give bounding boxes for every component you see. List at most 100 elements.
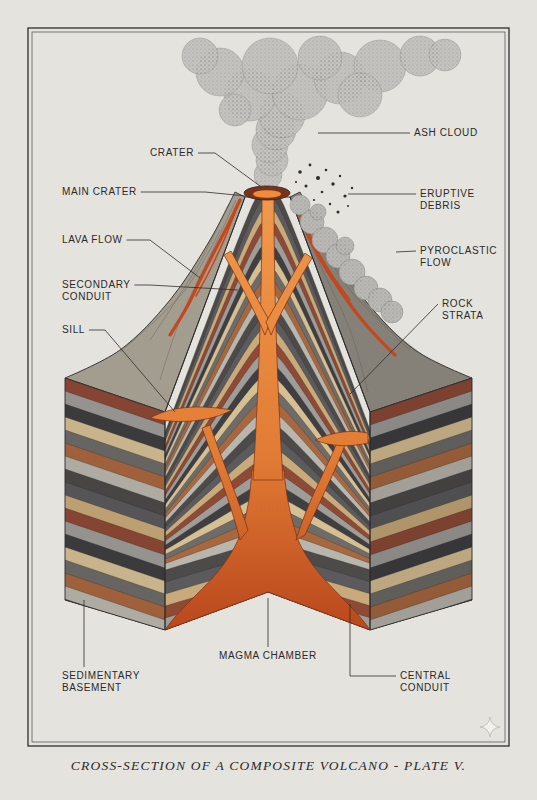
star-ornament — [480, 717, 500, 737]
rock-strata-face — [365, 363, 477, 700]
rock-strata-section — [140, 182, 400, 720]
ash-cloud — [298, 36, 342, 80]
magma-body — [315, 431, 368, 445]
magma-body — [202, 425, 248, 540]
rock-strata-section — [140, 578, 400, 720]
magma-body — [266, 253, 312, 335]
part-label: ERUPTIVE DEBRIS — [420, 188, 475, 212]
eruptive-debris — [305, 185, 308, 188]
block-outline — [65, 378, 165, 630]
part-label: SECONDARY CONDUIT — [62, 279, 130, 303]
rock-strata-face — [60, 623, 170, 700]
part-label: ROCK STRATA — [442, 298, 484, 322]
part-label: LAVA FLOW — [62, 234, 123, 246]
rock-strata-face — [365, 363, 477, 700]
part-label: CRATER — [150, 147, 194, 159]
rock-strata-section — [140, 626, 400, 720]
rock-strata-section — [140, 470, 400, 720]
rock-strata-face — [365, 370, 477, 640]
rock-strata-section — [140, 614, 400, 720]
leader-line — [318, 133, 410, 134]
ash-cloud — [182, 38, 218, 74]
eruptive-debris — [295, 164, 353, 214]
part-label: PYROCLASTIC FLOW — [420, 245, 497, 269]
eruptive-debris — [329, 203, 331, 205]
leader-line — [84, 600, 85, 667]
eruptive-debris — [321, 191, 324, 194]
block-outline — [65, 197, 472, 630]
rock-strata-face — [60, 363, 170, 700]
ash-cloud — [219, 94, 251, 126]
leader-line — [127, 240, 200, 278]
pyroclastic-cloud — [310, 204, 326, 220]
rock-strata-section — [140, 458, 400, 720]
rock-strata-face — [60, 363, 170, 700]
part-label: SILL — [62, 324, 85, 336]
magma-body — [150, 198, 370, 630]
ash-cloud — [182, 38, 218, 74]
rock-strata-section — [140, 194, 400, 720]
leader-line — [84, 133, 438, 676]
leader-line — [134, 285, 238, 290]
ash-cloud — [182, 36, 461, 189]
eruptive-debris — [351, 187, 353, 189]
magma-body — [296, 440, 346, 540]
rock-strata-face — [60, 370, 170, 640]
rock-strata-section — [140, 638, 400, 720]
ash-cloud — [298, 36, 342, 80]
pyroclastic-cloud — [336, 237, 354, 255]
plate-frame — [28, 28, 509, 746]
eruptive-debris — [339, 175, 341, 177]
plate-frame — [32, 32, 505, 742]
eruptive-debris — [325, 169, 328, 172]
ash-cloud — [429, 39, 461, 71]
eruptive-debris — [295, 181, 297, 183]
eruptive-debris — [298, 170, 302, 174]
leader-line — [350, 604, 396, 676]
plate-frame — [28, 28, 509, 746]
rock-strata-section — [140, 590, 400, 720]
leader-line — [348, 194, 416, 195]
eruptive-debris — [313, 199, 315, 201]
ash-cloud — [219, 94, 251, 126]
crater-mouth — [244, 186, 290, 200]
lava-flow — [170, 200, 240, 335]
ash-cloud — [338, 73, 382, 117]
part-label: MAGMA CHAMBER — [219, 650, 317, 662]
rock-strata-section — [140, 446, 400, 720]
crater-mouth — [244, 186, 290, 200]
magma-body — [253, 198, 283, 480]
leader-line — [141, 192, 246, 196]
eruptive-debris — [343, 194, 346, 197]
magma-body — [224, 251, 270, 335]
pyroclastic-cloud — [310, 204, 326, 220]
pyroclastic-cloud — [381, 301, 403, 323]
crater-mouth — [253, 190, 281, 198]
leader-line — [350, 304, 438, 394]
pyroclastic-cloud — [381, 301, 403, 323]
rock-strata-face — [365, 623, 477, 700]
rock-strata-section — [140, 182, 400, 720]
lava-flow — [297, 205, 395, 355]
part-label: ASH CLOUD — [414, 127, 478, 139]
leader-line — [198, 153, 260, 186]
rock-strata-section — [140, 254, 400, 720]
part-label: CENTRAL CONDUIT — [400, 670, 451, 694]
magma-body — [150, 407, 232, 422]
plate-caption: CROSS-SECTION OF A COMPOSITE VOLCANO - P… — [0, 758, 537, 774]
eruptive-debris — [347, 205, 349, 207]
pyroclastic-cloud — [336, 237, 354, 255]
ash-cloud — [338, 73, 382, 117]
part-label: MAIN CRATER — [62, 186, 137, 198]
eruptive-debris — [309, 164, 312, 167]
block-outline — [370, 378, 472, 630]
pyroclastic-cloud — [290, 195, 403, 323]
lava-flow — [170, 200, 395, 355]
lava-flow — [196, 210, 236, 296]
leader-line — [396, 251, 416, 252]
ash-cloud — [242, 38, 298, 94]
ash-cloud — [242, 38, 298, 94]
